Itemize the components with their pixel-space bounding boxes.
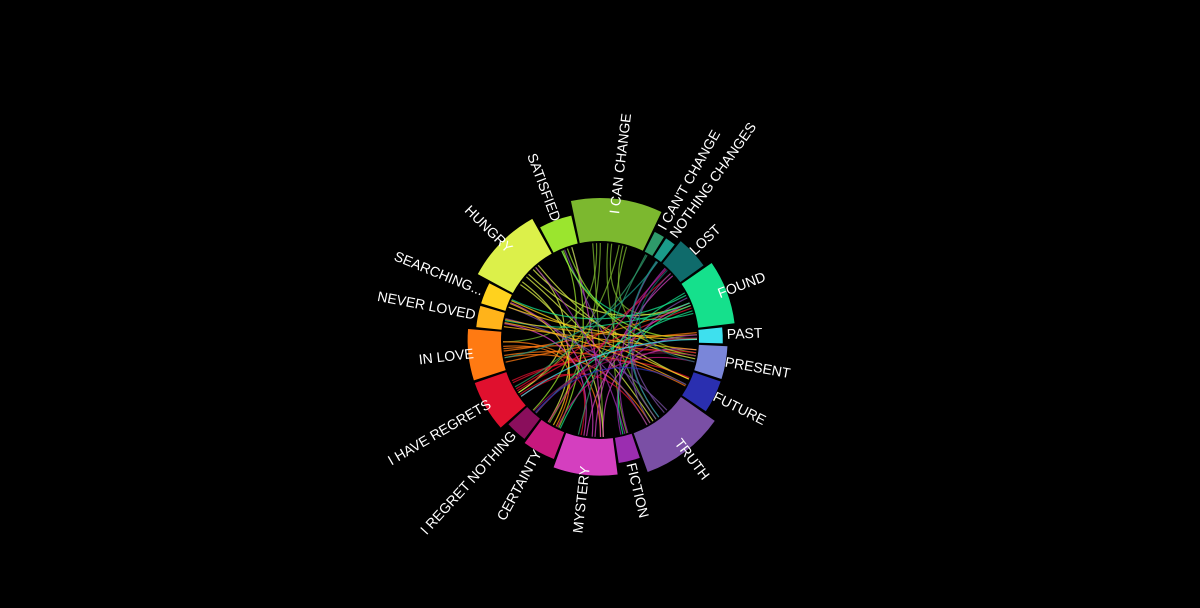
chord-link (618, 267, 666, 434)
chord-link (532, 250, 577, 411)
chord-link (564, 249, 657, 420)
chord-link (505, 332, 697, 363)
chord-arc-i-regret-nothing[interactable] (508, 407, 540, 439)
chord-link (566, 248, 696, 357)
chord-label: SATISFIED (524, 151, 564, 223)
chord-arc-in-love[interactable] (467, 329, 506, 381)
chord-link (504, 261, 659, 359)
chord-link (594, 275, 674, 437)
chord-arc-past[interactable] (698, 327, 723, 344)
chord-link (628, 260, 660, 418)
chord-link (616, 334, 697, 435)
chord-arc-truth[interactable] (633, 397, 715, 473)
chord-arc-present[interactable] (694, 344, 728, 379)
chord-label: IN LOVE (418, 345, 475, 367)
chord-arcs (467, 197, 735, 476)
chord-links (502, 242, 698, 438)
chord-link (533, 352, 696, 412)
chord-link (504, 322, 687, 386)
chord-link (502, 243, 598, 343)
chord-link (602, 348, 697, 437)
chord-arc-hungry[interactable] (477, 218, 552, 294)
chord-arc-nothing-changes[interactable] (653, 238, 675, 263)
chord-link (511, 300, 690, 380)
chord-label: I CAN CHANGE (606, 112, 634, 214)
chord-arc-future[interactable] (682, 372, 721, 412)
chord-arc-satisfied[interactable] (540, 215, 578, 253)
chord-link (508, 306, 648, 426)
chord-label: SEARCHING... (392, 248, 486, 299)
chord-label: NEVER LOVED (376, 288, 477, 323)
chord-arc-mystery[interactable] (553, 433, 618, 476)
chord-link (515, 273, 672, 390)
chord-label: HUNGRY (462, 202, 517, 256)
chord-label: LOST (686, 221, 724, 258)
chord-label: PAST (727, 325, 764, 342)
chord-link (520, 373, 648, 426)
chord-link (520, 338, 698, 397)
chord-arc-searching[interactable] (481, 283, 512, 311)
chord-label: FUTURE (711, 388, 769, 428)
chord-link (638, 269, 695, 363)
chord-label: PRESENT (724, 354, 792, 382)
chord-link (504, 354, 651, 424)
chord-link (505, 319, 697, 337)
chord-link (503, 326, 697, 351)
chord-arc-certainty[interactable] (524, 419, 565, 459)
chord-label: MYSTERY (569, 465, 592, 534)
chord-arc-lost[interactable] (662, 241, 704, 283)
chord-link (556, 356, 695, 428)
chord-link (504, 323, 587, 436)
chord-arc-fiction[interactable] (614, 433, 640, 463)
chord-link (535, 267, 626, 434)
chord-link (534, 367, 687, 413)
chord-arc-never-loved[interactable] (476, 305, 505, 330)
chord-arc-found[interactable] (681, 263, 735, 328)
chord-link (629, 261, 665, 413)
chord-link (577, 254, 647, 435)
chord-arc-i-can-change[interactable] (570, 197, 662, 251)
chord-arc-i-have-regrets[interactable] (474, 372, 526, 428)
chord-link (606, 243, 657, 420)
chord-label: FOUND (715, 268, 767, 301)
chord-link (631, 297, 688, 424)
chord-link (510, 301, 594, 437)
chord-label: I HAVE REGRETS (385, 396, 494, 468)
chord-arc-i-can-t-change[interactable] (644, 231, 664, 256)
